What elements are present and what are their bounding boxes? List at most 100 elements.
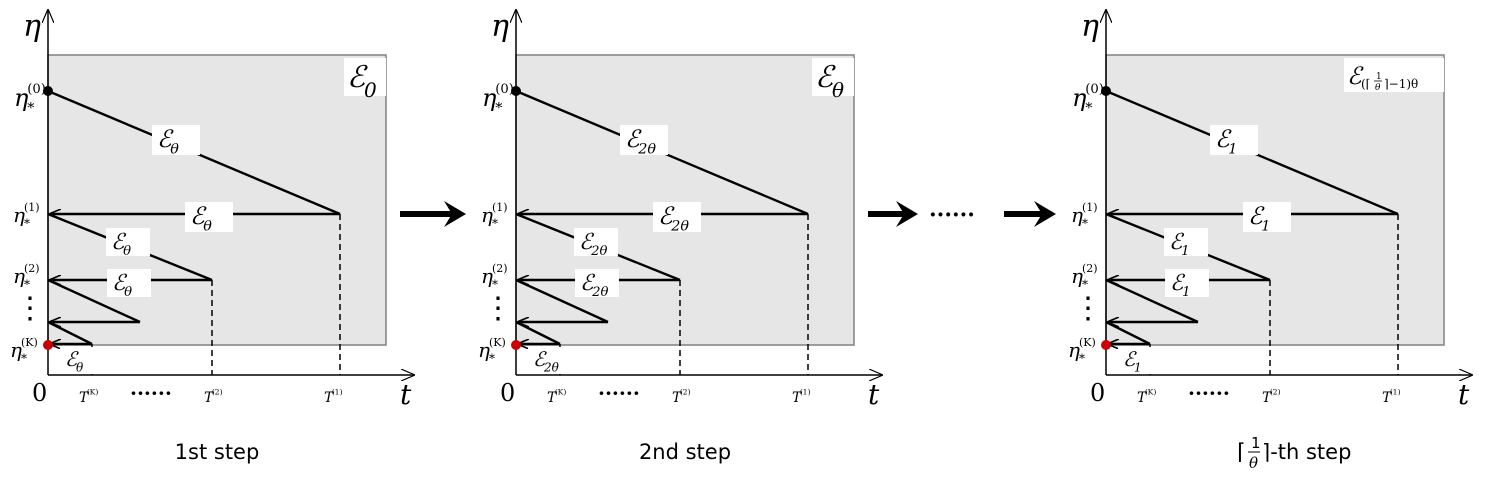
edge-label-5-label-bg xyxy=(528,347,568,373)
edge-label-5: ℰ2θ xyxy=(528,347,568,375)
origin-label: 0 xyxy=(32,379,47,407)
edge-label-4: ℰ1 xyxy=(1165,269,1209,300)
time-label-t1: T(1) xyxy=(324,387,343,406)
origin-label: 0 xyxy=(1090,379,1105,407)
diagonal-3 xyxy=(1105,278,1199,324)
edge-label-2-label-bg xyxy=(1243,202,1291,232)
time-label-tK: T(K) xyxy=(79,387,98,406)
region-label-sub-num: 1 xyxy=(1376,72,1382,82)
step-caption-text: 2nd step xyxy=(639,440,731,464)
step-arrow-1-head xyxy=(444,201,466,227)
eta1-label-sup: (1) xyxy=(492,201,508,214)
time-dots: ······ xyxy=(130,381,172,405)
time-label-t2-sup: (2) xyxy=(1270,387,1281,396)
eta2-label-sub: * xyxy=(492,278,498,292)
time-dots: ······ xyxy=(1188,381,1230,405)
step-caption-text: 1st step xyxy=(175,440,260,464)
eta2-label-sub: * xyxy=(1082,278,1088,292)
edge-label-1-base: ℰ xyxy=(625,125,642,153)
vdots-label: ⋮ xyxy=(483,291,513,326)
end-point xyxy=(43,340,53,350)
eta2-label-sup: (2) xyxy=(1082,262,1098,275)
time-label-tK-base: T xyxy=(1137,390,1148,406)
time-label-t1-base: T xyxy=(324,390,335,406)
eta0-label-base: η xyxy=(482,84,497,112)
vdots-label: ⋮ xyxy=(15,291,45,326)
etaK-label-sup: (K) xyxy=(489,336,506,349)
edge-label-5-sub: 1 xyxy=(1134,361,1142,375)
diagonal-4 xyxy=(515,320,561,346)
etaK-label: η*(K) xyxy=(1068,336,1096,366)
edge-label-3: ℰθ xyxy=(106,228,150,259)
eta2-label-base: η xyxy=(1071,264,1083,288)
step-arrow-2 xyxy=(868,201,918,227)
eta1-label: η*(1) xyxy=(1071,201,1098,231)
edge-label-2-sub: 2θ xyxy=(670,219,689,235)
time-label-tK-base: T xyxy=(79,390,90,406)
eta0-label-base: η xyxy=(1072,84,1087,112)
eta1-label-sup: (1) xyxy=(24,201,40,214)
edge-label-2-base: ℰ xyxy=(190,202,207,230)
edge-label-1-base: ℰ xyxy=(1215,125,1232,153)
edge-label-4-base: ℰ xyxy=(1170,271,1186,296)
edge-label-5-base: ℰ xyxy=(1123,347,1137,371)
edge-label-3-label-bg xyxy=(574,228,618,256)
time-label-t2-sup: (2) xyxy=(212,387,223,396)
edge-label-2-sub: 1 xyxy=(1261,219,1270,235)
eta1-label: η*(1) xyxy=(481,201,508,231)
time-label-t1-base: T xyxy=(1382,390,1393,406)
edge-label-3-base: ℰ xyxy=(579,230,595,255)
time-label-t2: T(2) xyxy=(204,387,223,406)
etaK-label-sub: * xyxy=(489,352,495,366)
panels: ηt0η*(0)η*(1)η*(2)⋮η*(K)T(K)T(2)T(1)····… xyxy=(10,9,1472,472)
step-caption-suffix: ⌉-th step xyxy=(1262,440,1351,464)
edge-label-5-base: ℰ xyxy=(65,347,79,371)
edge-label-1-label-bg xyxy=(152,125,200,155)
etaK-label-sup: (K) xyxy=(21,336,38,349)
eta1-label-base: η xyxy=(13,203,25,227)
eta2-label-base: η xyxy=(13,264,25,288)
edge-label-2: ℰ1 xyxy=(1243,202,1291,235)
feasible-region xyxy=(1105,54,1445,346)
etaK-label: η*(K) xyxy=(478,336,506,366)
edge-label-3-sub: 2θ xyxy=(590,244,607,259)
step-caption-prefix: ⌈ xyxy=(1237,440,1246,465)
eta0-label-sup: (0) xyxy=(1085,82,1104,97)
time-label-t2-base: T xyxy=(204,390,215,406)
eta1-label-base: η xyxy=(1071,203,1083,227)
etaK-label-sub: * xyxy=(1079,352,1085,366)
feasible-region xyxy=(515,54,855,346)
step-arrow-2-head xyxy=(896,201,918,227)
edge-label-3-label-bg xyxy=(106,228,150,256)
edge-label-1-sub: 2θ xyxy=(637,142,656,158)
eta0-label-sup: (0) xyxy=(495,82,514,97)
start-point xyxy=(43,86,53,96)
region-label-bg xyxy=(344,58,386,96)
eta1-label-sub: * xyxy=(24,217,30,231)
etaK-label-sub: * xyxy=(21,352,27,366)
region-label: ℰ0 xyxy=(344,58,386,102)
edge-label-3-sub: θ xyxy=(123,244,131,259)
time-label-tK-sup: (K) xyxy=(1145,387,1157,396)
time-label-t2-sup: (2) xyxy=(680,387,691,396)
eta0-label: η*(0) xyxy=(1072,82,1104,117)
eta0-label-sub: * xyxy=(27,101,34,117)
y-axis-label: η xyxy=(491,9,509,44)
edge-label-5-label-bg xyxy=(1118,347,1158,373)
edge-label-1-base: ℰ xyxy=(157,125,174,153)
edge-label-4-base: ℰ xyxy=(580,271,596,296)
edge-label-1-sub: 1 xyxy=(1228,142,1237,158)
time-label-t1-sup: (1) xyxy=(1390,387,1401,396)
region-label: ℰθ xyxy=(812,58,854,102)
edge-label-4-label-bg xyxy=(575,269,619,297)
region-label-base: ℰ xyxy=(347,60,368,95)
diagonal-3 xyxy=(515,278,609,324)
step-dots: ······ xyxy=(929,202,975,228)
start-point xyxy=(511,86,521,96)
etaK-label-base: η xyxy=(1068,338,1080,362)
edge-label-5-base: ℰ xyxy=(533,347,547,371)
eta2-label-base: η xyxy=(481,264,493,288)
y-axis-label: η xyxy=(1081,9,1099,44)
edge-label-1-sub: θ xyxy=(170,142,179,158)
end-point xyxy=(511,340,521,350)
